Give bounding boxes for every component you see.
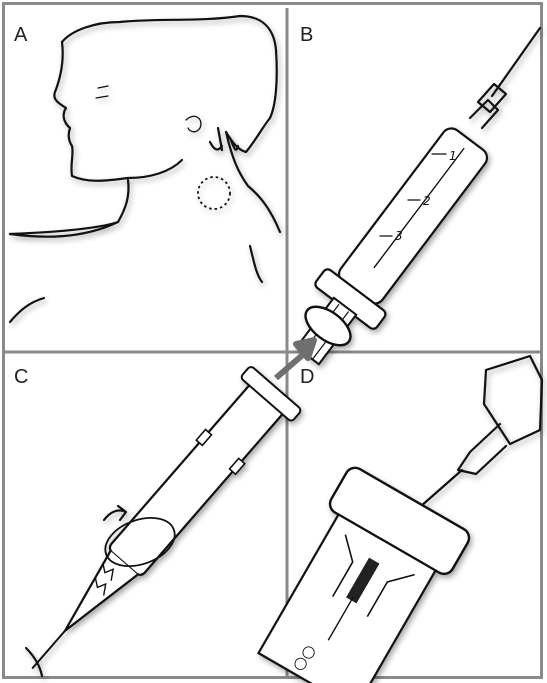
graduation-3: 3	[395, 229, 403, 243]
syringe-barrel-c	[7, 365, 302, 683]
vial-d	[246, 464, 472, 683]
panel-b-drawing: 1 2 3	[277, 28, 540, 379]
injection-site-marker	[198, 177, 230, 209]
panel-a-drawing	[10, 16, 280, 322]
lower-contour	[10, 298, 44, 322]
graduation-1: 1	[449, 149, 457, 163]
panel-label-c: C	[14, 366, 29, 389]
panel-label-b: B	[300, 24, 314, 47]
ear	[186, 116, 201, 131]
corner-fragment-c	[26, 648, 42, 676]
barrel-tip-b	[470, 100, 498, 128]
eye	[96, 86, 108, 98]
twist-arrow	[104, 506, 126, 520]
panel-label-a: A	[14, 24, 28, 47]
jawline	[128, 160, 182, 178]
needle-hub-b	[478, 84, 506, 112]
needle-cone-d	[458, 424, 506, 474]
graduation-2: 2	[423, 194, 431, 208]
panel-label-d: D	[300, 366, 315, 389]
head-outline	[62, 16, 277, 152]
panel-c-drawing	[7, 365, 302, 683]
needle-b	[492, 28, 540, 96]
face-profile	[54, 42, 128, 181]
hair-detail	[210, 128, 238, 150]
